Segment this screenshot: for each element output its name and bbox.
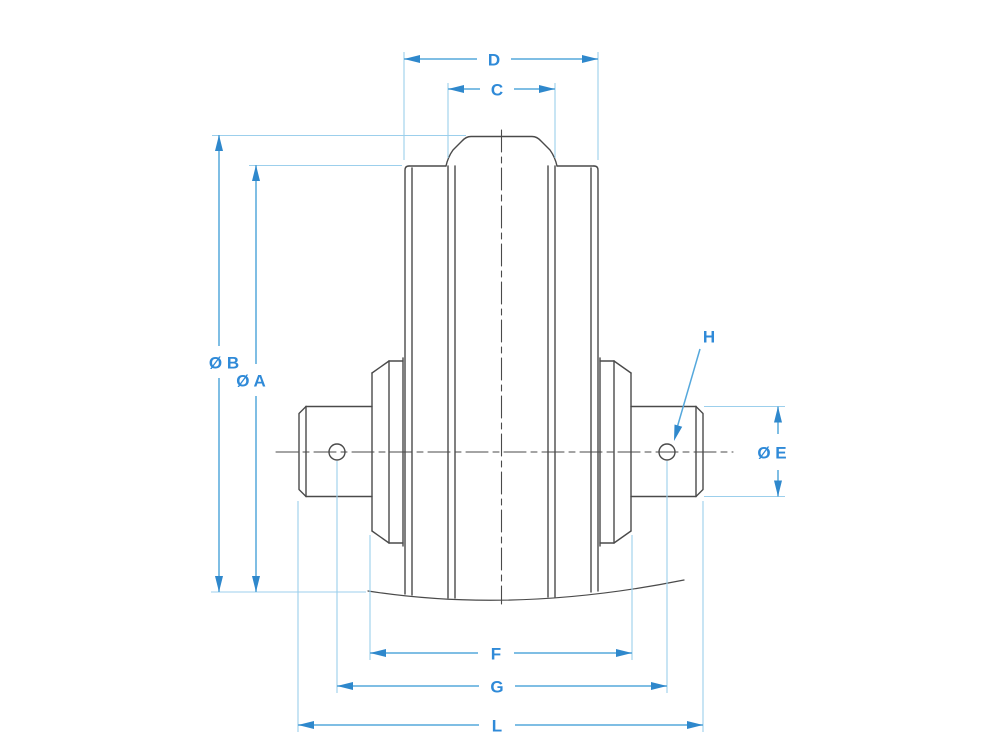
dim-label-A: Ø A <box>236 372 266 391</box>
dimension-arrowheads <box>215 55 782 729</box>
leader-line-H <box>676 348 701 429</box>
axle-right-end <box>630 405 704 498</box>
dim-label-D: D <box>488 51 500 70</box>
break-line <box>367 579 685 601</box>
dim-label-E: Ø E <box>757 444 786 463</box>
pin-hole-left <box>328 443 346 461</box>
dim-label-F: F <box>491 645 501 664</box>
center-flange <box>445 135 558 167</box>
dim-label-C: C <box>491 81 503 100</box>
pin-hole-right <box>658 443 676 461</box>
dim-label-G: G <box>490 678 503 697</box>
collar-left <box>371 357 404 547</box>
hub-bore-walls <box>447 165 556 599</box>
dim-label-H: H <box>703 328 715 347</box>
collar-right <box>599 357 632 547</box>
roller-shell <box>404 165 599 596</box>
dim-label-L: L <box>492 717 502 736</box>
extension-lines <box>211 52 785 732</box>
dim-label-B: Ø B <box>209 354 239 373</box>
axle-left-end <box>298 405 373 498</box>
